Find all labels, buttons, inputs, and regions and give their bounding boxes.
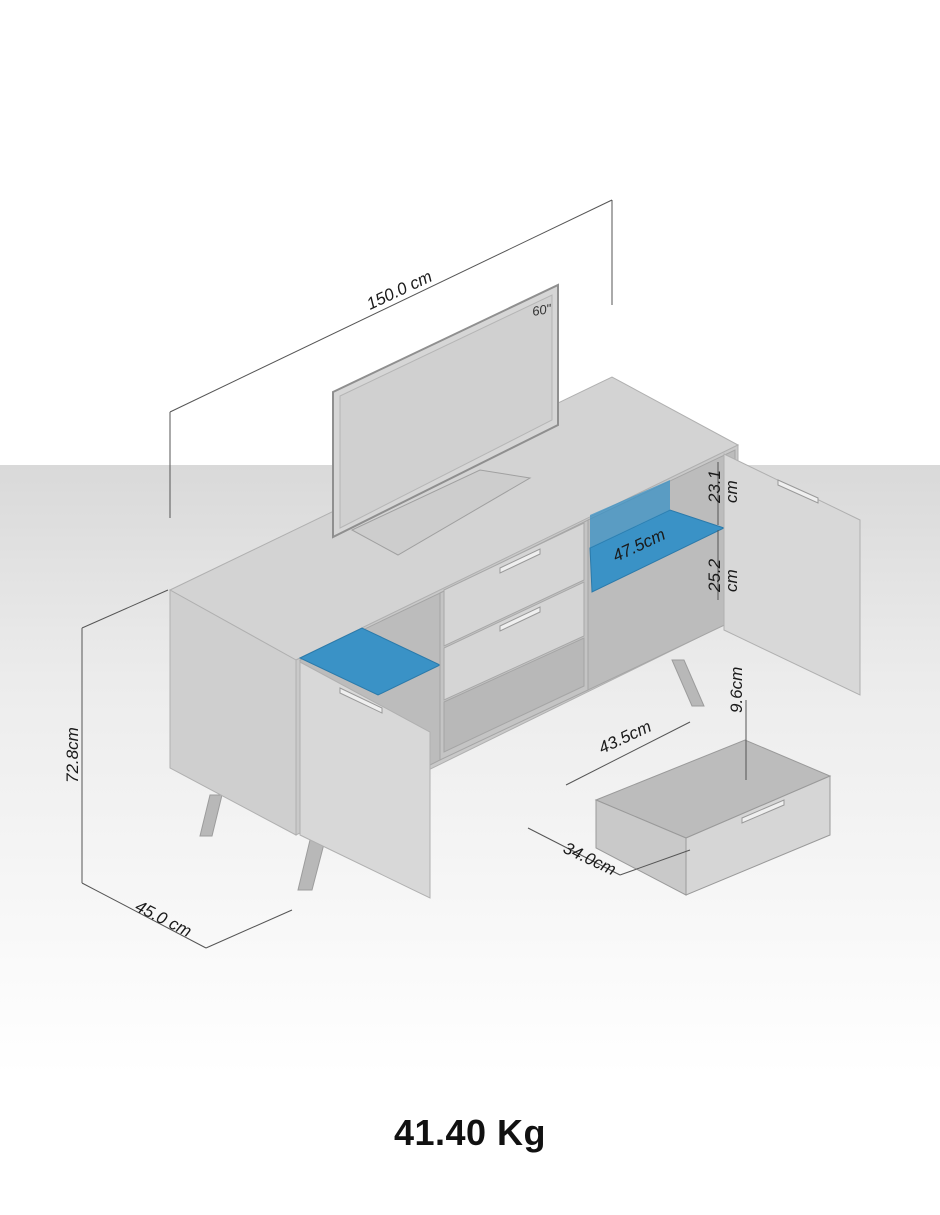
drawer-2-handle[interactable]	[499, 606, 541, 632]
drawer-front	[685, 775, 831, 896]
left-door[interactable]	[299, 661, 431, 899]
upper-shelf-height-line-1: 23.1	[705, 470, 724, 504]
right-door-handle[interactable]	[777, 479, 819, 504]
lower-shelf-height-label: 25.2 cm	[705, 554, 741, 593]
left-door-handle[interactable]	[339, 687, 383, 714]
drawer-handle[interactable]	[741, 799, 785, 824]
tv-screen-inner	[339, 294, 553, 529]
dimension-lines	[81, 199, 747, 949]
lower-shelf-height-line-2: cm	[722, 569, 741, 592]
drawer-2-front	[443, 581, 585, 701]
tv-stand-base	[350, 469, 532, 556]
drawer-1-handle[interactable]	[499, 548, 541, 574]
lower-shelf-height-line-1: 25.2	[705, 558, 724, 593]
tv-size-label: 60"	[531, 301, 554, 319]
drawer-1-front	[443, 522, 585, 647]
height-label: 72.8cm	[63, 727, 82, 783]
legs	[199, 659, 705, 891]
weight-label: 41.40 Kg	[393, 1112, 547, 1153]
drawer-height-label: 9.6cm	[727, 667, 746, 713]
upper-shelf-height-line-2: cm	[722, 480, 741, 503]
center-open-shelf	[443, 637, 585, 753]
right-upper-back	[590, 480, 670, 548]
upper-shelf-height-label: 23.1 cm	[705, 465, 741, 504]
